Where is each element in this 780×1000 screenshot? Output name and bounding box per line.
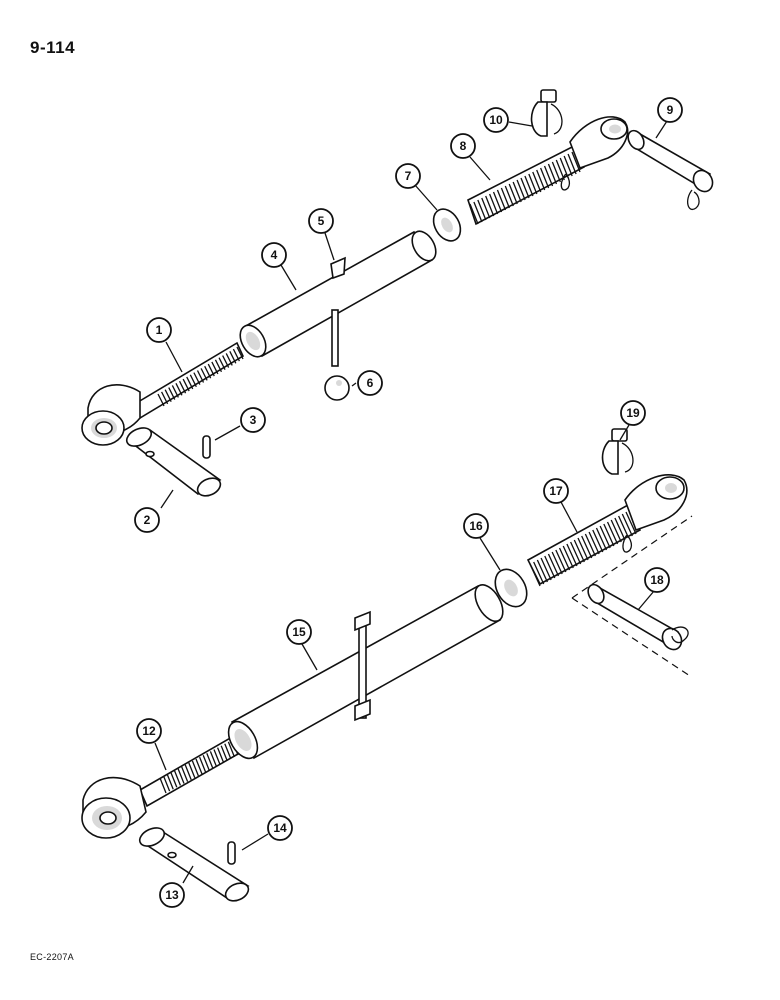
part-9-pin bbox=[627, 129, 714, 211]
alignment-line-upper bbox=[571, 515, 693, 599]
svg-text:1: 1 bbox=[156, 323, 163, 337]
upper-top-link-assembly bbox=[81, 89, 714, 497]
callout-5: 5 bbox=[308, 208, 334, 234]
svg-text:18: 18 bbox=[650, 573, 664, 587]
part-2-pin bbox=[125, 427, 222, 497]
svg-text:3: 3 bbox=[250, 413, 257, 427]
part-4-tube bbox=[239, 230, 437, 358]
callout-1: 1 bbox=[146, 317, 172, 343]
callout-13: 13 bbox=[159, 882, 185, 908]
lower-top-link-assembly bbox=[81, 428, 693, 902]
callout-4: 4 bbox=[261, 242, 287, 268]
svg-text:2: 2 bbox=[144, 513, 151, 527]
svg-text:8: 8 bbox=[460, 139, 467, 153]
callout-12: 12 bbox=[136, 718, 162, 744]
callout-14: 14 bbox=[267, 815, 293, 841]
callout-10: 10 bbox=[483, 107, 509, 133]
callout-3: 3 bbox=[240, 407, 266, 433]
callout-7: 7 bbox=[395, 163, 421, 189]
svg-text:4: 4 bbox=[271, 248, 278, 262]
part-8-threaded-end bbox=[467, 116, 629, 226]
callout-16: 16 bbox=[463, 513, 489, 539]
svg-text:9: 9 bbox=[667, 103, 674, 117]
part-14-roll-pin bbox=[227, 841, 236, 865]
callout-15: 15 bbox=[286, 619, 312, 645]
part-17-threaded-end bbox=[526, 474, 688, 587]
callout-18: 18 bbox=[644, 567, 670, 593]
part-6-handle-ball bbox=[324, 309, 350, 401]
part-1-threaded-end bbox=[81, 341, 245, 446]
part-12-threaded-end bbox=[81, 735, 239, 839]
svg-text:19: 19 bbox=[626, 406, 640, 420]
svg-text:17: 17 bbox=[549, 484, 563, 498]
svg-text:6: 6 bbox=[367, 376, 374, 390]
callout-8: 8 bbox=[450, 133, 476, 159]
svg-text:16: 16 bbox=[469, 519, 483, 533]
callout-6: 6 bbox=[357, 370, 383, 396]
svg-text:13: 13 bbox=[165, 888, 179, 902]
svg-text:14: 14 bbox=[273, 821, 287, 835]
svg-text:7: 7 bbox=[405, 169, 412, 183]
leader-lines bbox=[154, 120, 668, 884]
callout-2: 2 bbox=[134, 507, 160, 533]
part-18-pin bbox=[587, 583, 689, 651]
page-number: 9-114 bbox=[30, 38, 76, 57]
part-13-pin bbox=[138, 827, 250, 902]
svg-text:12: 12 bbox=[142, 724, 156, 738]
part-7-nut bbox=[432, 208, 462, 242]
callout-9: 9 bbox=[657, 97, 683, 123]
part-10-lynch-pin bbox=[530, 89, 563, 137]
svg-text:5: 5 bbox=[318, 214, 325, 228]
part-15-tube bbox=[227, 584, 504, 760]
figure-code: EC-2207A bbox=[30, 952, 74, 962]
svg-text:15: 15 bbox=[292, 625, 306, 639]
part-5-wedge bbox=[330, 256, 346, 280]
callout-19: 19 bbox=[620, 400, 646, 426]
svg-text:10: 10 bbox=[489, 113, 503, 127]
part-16-nut bbox=[494, 568, 528, 608]
callout-17: 17 bbox=[543, 478, 569, 504]
part-19-lynch-pin bbox=[601, 428, 634, 475]
part-3-roll-pin bbox=[202, 435, 211, 459]
